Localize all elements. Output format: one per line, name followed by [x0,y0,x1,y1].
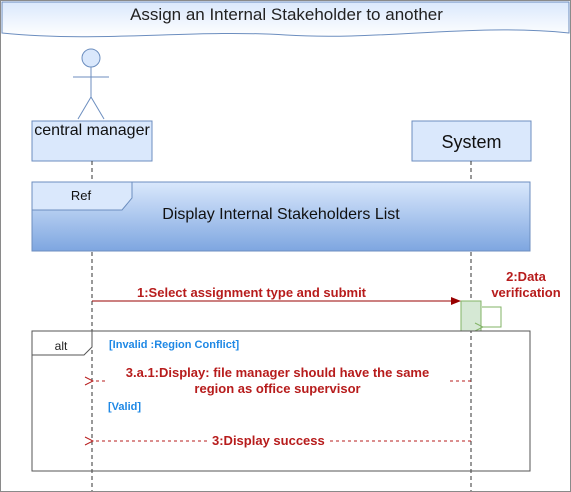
ref-fragment [31,181,531,252]
message-2-label: 2:Data verification [491,269,561,300]
ref-fragment-tag [31,181,133,211]
actor-icon [73,48,109,120]
message-3a1-label: 3.a.1:Display: file manager should have … [108,365,447,397]
system-lifeline-head [411,120,532,162]
diagram-title: Assign an Internal Stakeholder to anothe… [130,5,443,24]
ref-tag-label: Ref [70,188,92,203]
ref-fragment-label: Display Internal Stakeholders List [162,206,400,223]
alt-fragment [31,330,531,472]
system-activation-bar [460,300,482,332]
message-3-label: 3:Display success [210,433,327,448]
alt-tag-label: alt [54,339,68,353]
alt-guard-valid: [Valid] [108,401,142,413]
alt-fragment-tag [31,330,93,356]
actor-lifeline-head [31,120,153,162]
message-1-label: 1:Select assignment type and submit [137,285,367,300]
system-label: System [441,132,502,152]
alt-guard-invalid: [Invalid :Region Conflict] [109,339,240,351]
actor-label: central manager [34,122,150,139]
title-banner [1,1,570,38]
message-2-arrow [482,306,502,327]
